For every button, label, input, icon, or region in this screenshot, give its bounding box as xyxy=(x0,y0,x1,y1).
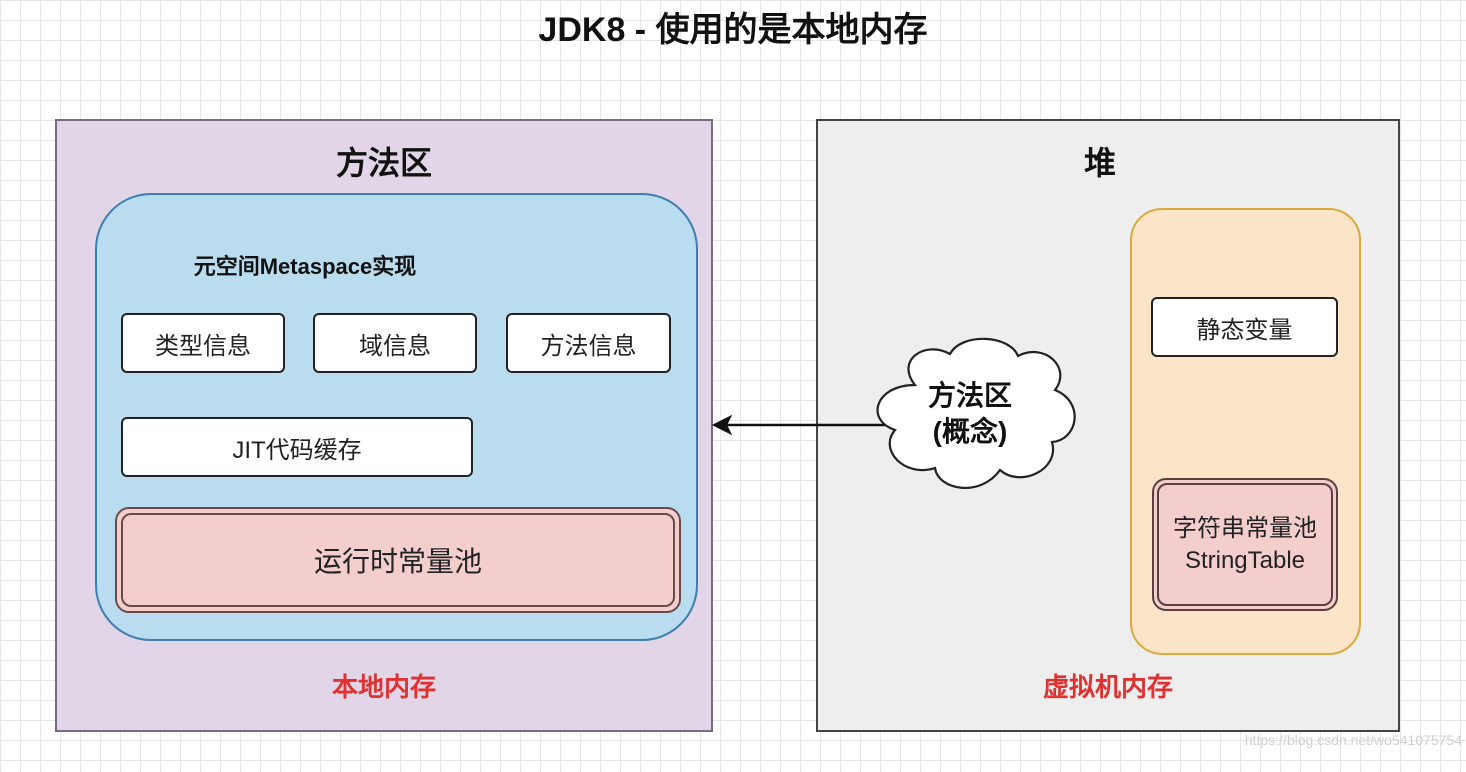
heap-title: 堆 xyxy=(1083,145,1116,181)
jvm-memory-label: 虚拟机内存 xyxy=(1042,672,1173,702)
string-table-label: StringTable xyxy=(1184,546,1306,574)
metaspace-title: 元空间Metaspace实现 xyxy=(193,254,417,279)
method-info-box: 方法信息 xyxy=(506,313,671,373)
cloud-line-1: 方法区 xyxy=(927,380,1012,411)
string-pool-label: 字符串常量池 xyxy=(1173,514,1317,542)
watermark: https://blog.csdn.net/wo541075754 xyxy=(1244,732,1462,748)
arrow-head xyxy=(711,414,733,436)
cloud-shape xyxy=(876,337,1076,489)
method-area-title: 方法区 xyxy=(335,145,432,181)
diagram-title: JDK8 - 使用的是本地内存 xyxy=(538,11,928,49)
runtime-constant-pool-box: 运行时常量池 xyxy=(121,513,675,607)
jit-code-cache-box: JIT代码缓存 xyxy=(121,417,473,477)
native-memory-label: 本地内存 xyxy=(331,672,436,702)
type-info-box: 类型信息 xyxy=(121,313,285,373)
cloud-line-2: (概念) xyxy=(932,416,1008,447)
field-info-box: 域信息 xyxy=(313,313,477,373)
static-variables-box: 静态变量 xyxy=(1151,297,1338,357)
concept-cloud-label: 方法区 (概念) xyxy=(880,378,1060,450)
cloud-and-arrow-graphic xyxy=(711,337,1076,489)
string-pool-box: 字符串常量池 StringTable xyxy=(1157,483,1333,606)
